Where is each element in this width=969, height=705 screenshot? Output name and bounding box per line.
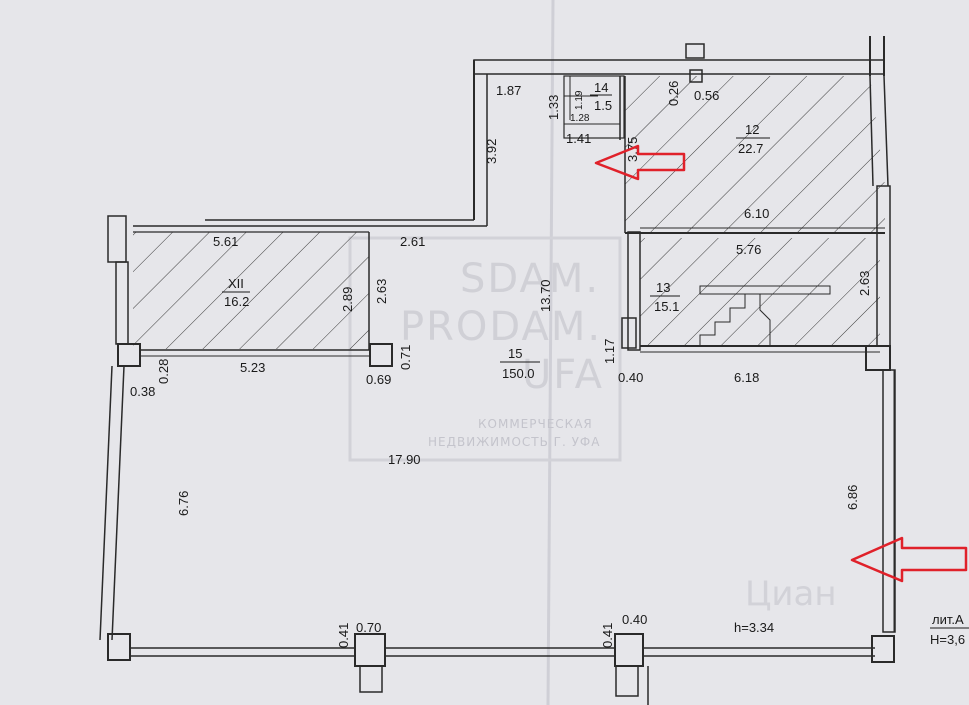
h-note: Н=3,6 [930,632,965,647]
dim-2-89: 2.89 [340,287,355,312]
dim-0-70: 0.70 [356,620,381,635]
room-xii-number: XII [228,276,244,291]
room-12-hatch [625,76,885,233]
room-13-hatch [640,238,880,346]
room-15-area: 150.0 [502,366,535,381]
dim-5-61: 5.61 [213,234,238,249]
dim-0-56: 0.56 [694,88,719,103]
dim-0-71: 0.71 [398,345,413,370]
dim-1-17: 1.17 [602,339,617,364]
room-14-area: 1.5 [594,98,612,113]
arrow-lower [850,536,968,583]
dim-2-63-b: 2.63 [857,271,872,296]
dim-5-23: 5.23 [240,360,265,375]
room-13-area: 15.1 [654,299,679,314]
watermark-sub2: НЕДВИЖИМОСТЬ Г. УФА [428,435,600,449]
dim-13-70: 13.70 [538,279,553,312]
room-12-area: 22.7 [738,141,763,156]
paper-fold [546,0,555,705]
lit-note: лит.А [932,612,964,627]
dim-2-63-a: 2.63 [374,279,389,304]
room-12-number: 12 [745,122,759,137]
room-13-number: 13 [656,280,670,295]
room-15-number: 15 [508,346,522,361]
dim-6-86: 6.86 [845,485,860,510]
dim-6-18: 6.18 [734,370,759,385]
dim-1-28: 1.28 [570,113,590,124]
dim-0-38: 0.38 [130,384,155,399]
dim-0-69: 0.69 [366,372,391,387]
dim-0-41-a: 0.41 [336,623,351,648]
dim-1-19: 1.19 [574,90,585,110]
watermark-line3: UFA [522,352,604,398]
dim-3-92: 3.92 [484,139,499,164]
dim-0-28: 0.28 [156,359,171,384]
watermark-line2: PRODAM. [400,304,602,350]
walls [99,36,896,705]
entrance-arrows [594,144,968,583]
room-labels: 12 22.7 13 15.1 14 1.5 15 150.0 XII 16.2 [222,80,770,381]
room-14-number: 14 [594,80,608,95]
arrow-upper [594,144,686,181]
room-xii-hatch [133,232,369,349]
dim-1-87: 1.87 [496,83,521,98]
dim-1-33: 1.33 [546,95,561,120]
dim-0-40-a: 0.40 [618,370,643,385]
height-note: h=3.34 [734,620,774,635]
watermark-sub1: КОММЕРЧЕСКАЯ [478,417,593,431]
plan-notes: h=3.34 лит.А Н=3,6 [734,612,969,647]
dimension-labels: 1.87 1.33 1.19 1.28 1.41 0.26 0.56 3.92 … [130,81,872,648]
room-xii-area: 16.2 [224,294,249,309]
dim-5-76: 5.76 [736,242,761,257]
dim-1-41: 1.41 [566,131,591,146]
dim-17-90: 17.90 [388,452,421,467]
dim-6-10: 6.10 [744,206,769,221]
dim-0-41-b: 0.41 [600,623,615,648]
dim-6-76: 6.76 [176,491,191,516]
dim-0-40-b: 0.40 [622,612,647,627]
watermark-line1: SDAM. [460,256,600,302]
dim-2-61: 2.61 [400,234,425,249]
watermark: SDAM. PRODAM. UFA КОММЕРЧЕСКАЯ НЕДВИЖИМО… [348,236,837,614]
dim-0-26: 0.26 [666,81,681,106]
cian-logo-text: Циан [745,574,837,614]
